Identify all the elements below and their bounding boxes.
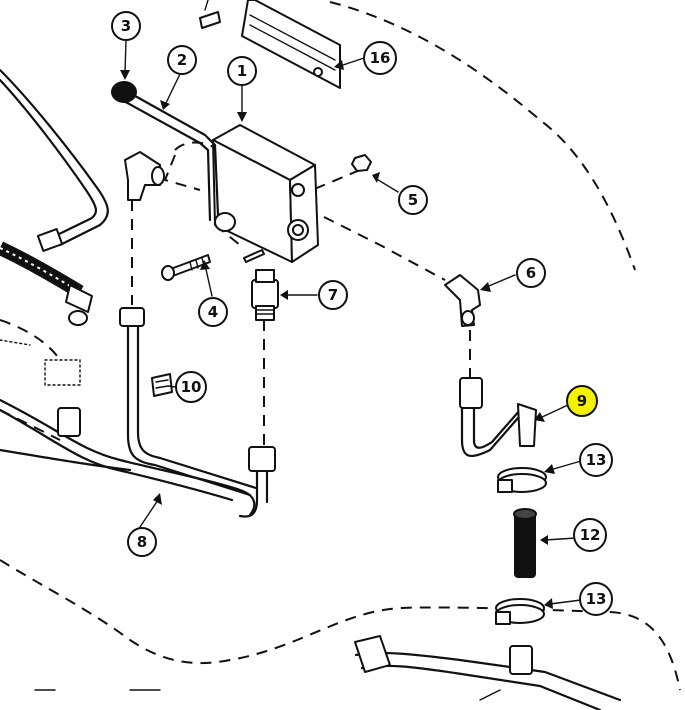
svg-text:16: 16 <box>370 49 391 67</box>
svg-text:8: 8 <box>137 533 147 551</box>
straight-fitting <box>251 279 279 309</box>
leader-lines <box>120 39 582 609</box>
svg-text:10: 10 <box>181 378 202 396</box>
callout-13-lower: 13 <box>579 582 613 616</box>
handle-knob <box>111 81 137 103</box>
callout-4: 4 <box>198 297 228 327</box>
valve-block-assembly <box>111 0 372 321</box>
callout-9-highlighted: 9 <box>566 385 598 417</box>
callout-5: 5 <box>398 185 428 215</box>
svg-text:1: 1 <box>237 62 247 80</box>
callouts: 3 2 1 16 5 6 4 7 10 8 9 13 12 13 <box>111 11 613 616</box>
callout-1: 1 <box>227 56 257 86</box>
callout-13-upper: 13 <box>579 443 613 477</box>
tube-nut <box>248 446 276 472</box>
tube-nut <box>119 307 145 327</box>
callout-3: 3 <box>111 11 141 41</box>
svg-text:5: 5 <box>408 191 418 209</box>
right-return-line <box>354 274 622 710</box>
callout-6: 6 <box>516 258 546 288</box>
tube-nut <box>459 377 483 409</box>
svg-text:7: 7 <box>328 286 338 304</box>
svg-text:12: 12 <box>580 526 601 544</box>
svg-text:3: 3 <box>121 17 131 35</box>
callout-7: 7 <box>318 280 348 310</box>
svg-text:13: 13 <box>586 590 607 608</box>
bracket-part <box>241 0 341 89</box>
callout-16: 16 <box>363 41 397 75</box>
callout-12: 12 <box>573 518 607 552</box>
callout-10: 10 <box>175 371 207 403</box>
callout-2: 2 <box>167 45 197 75</box>
callout-8: 8 <box>127 527 157 557</box>
svg-text:13: 13 <box>586 451 607 469</box>
nut-part <box>351 154 372 172</box>
elbow-fitting <box>124 151 161 201</box>
left-hydraulic-lines <box>0 68 276 518</box>
svg-text:6: 6 <box>526 264 536 282</box>
bottom-marks <box>34 689 501 701</box>
assembly-guide-lines <box>0 1 681 691</box>
svg-text:9: 9 <box>577 392 587 410</box>
svg-text:4: 4 <box>208 303 218 321</box>
clip-part <box>151 373 173 397</box>
svg-text:2: 2 <box>177 51 187 69</box>
tube-nut <box>36 228 64 252</box>
hose-part <box>514 512 536 578</box>
